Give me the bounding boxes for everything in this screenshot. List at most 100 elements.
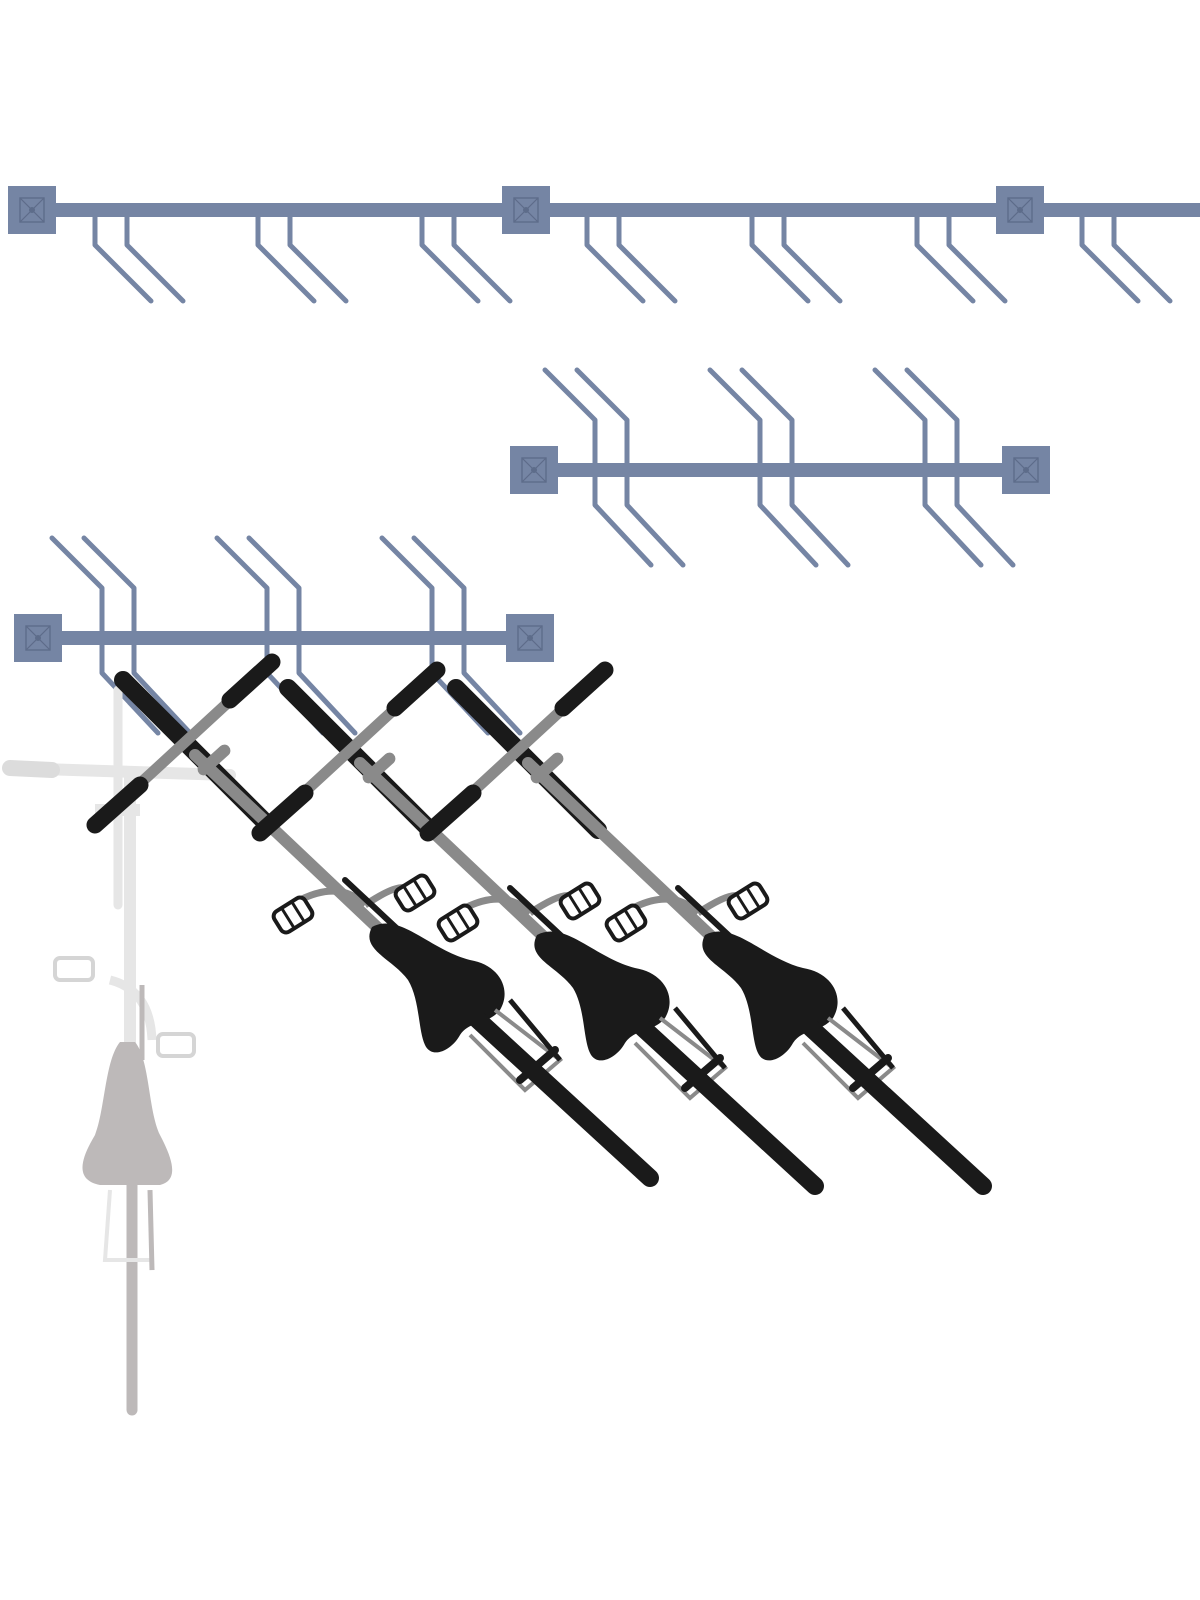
hook-arm-left [542, 367, 654, 568]
hook-arm-right [451, 207, 513, 304]
hook-arm-right [574, 367, 686, 568]
hook-arm-right [411, 535, 523, 736]
saddle [82, 1042, 173, 1185]
anchor-plate-inset [521, 457, 547, 483]
hook-arm-right [1111, 207, 1173, 304]
down-tube [189, 749, 386, 936]
bike-3 [419, 661, 992, 1195]
wall-anchor-plate [1002, 446, 1050, 494]
wall-anchor-plate [996, 186, 1044, 234]
crank-left [463, 895, 533, 916]
grip-right [554, 661, 614, 717]
wall-anchor-plate [8, 186, 56, 234]
anchor-plate-inset [1007, 197, 1033, 223]
pedal-body [271, 895, 315, 935]
hook-pair [49, 535, 193, 736]
wall-anchor-plate [502, 186, 550, 234]
pedal-right [156, 1032, 196, 1058]
hook-arm-left [749, 207, 811, 304]
pedal-right [726, 881, 770, 921]
down-tube [354, 757, 551, 944]
pedal-tread [613, 915, 629, 938]
hook-pair [542, 367, 686, 568]
grip-left [251, 784, 314, 842]
pedal-body [558, 881, 602, 921]
down-tube [522, 757, 719, 944]
hook-pair [255, 207, 349, 304]
pedal-body [393, 873, 437, 913]
anchor-plate-inset [25, 625, 51, 651]
hook-arm-left [92, 207, 154, 304]
anchor-plate-inset [517, 625, 543, 651]
hook-arm-right [124, 207, 186, 304]
pedal-tread [402, 885, 418, 908]
pedal-tread [280, 907, 296, 930]
bike-1 [86, 653, 659, 1187]
bottom-rack [14, 535, 554, 736]
hook-arm-left [419, 207, 481, 304]
wall-anchor-plate [14, 614, 62, 662]
hook-arm-right [246, 535, 358, 736]
anchor-bolt [29, 207, 35, 213]
rear-stay [102, 1189, 150, 1262]
grip-left [419, 784, 482, 842]
anchor-plate-inset [513, 197, 539, 223]
grip [2, 760, 60, 778]
anchor-bolt [523, 207, 529, 213]
hook-pair [92, 207, 186, 304]
hook-arm-right [781, 207, 843, 304]
hook-pair [1079, 207, 1173, 304]
pedal-right [558, 881, 602, 921]
hook-arm-left [1079, 207, 1141, 304]
anchor-bolt [531, 467, 537, 473]
crank-left [298, 887, 368, 908]
pedal-body [436, 903, 480, 943]
hook-arm-left [255, 207, 317, 304]
racks-layer [8, 186, 1200, 736]
pedal-tread [412, 878, 428, 901]
anchor-bolt [1023, 467, 1029, 473]
hook-pair [749, 207, 843, 304]
hook-pair [914, 207, 1008, 304]
hook-arm-left [584, 207, 646, 304]
pedal-left [604, 903, 648, 943]
bike-2 [251, 661, 824, 1195]
pedal-body [604, 903, 648, 943]
hook-arm-left [707, 367, 819, 568]
crank-left [631, 895, 701, 916]
rack-rail [530, 463, 1020, 477]
hook-arm-right [616, 207, 678, 304]
hook-arm-right [904, 367, 1016, 568]
hook-pair [872, 367, 1016, 568]
rear-wheel [469, 1011, 659, 1187]
pedal-tread [735, 893, 751, 916]
pedal-left [53, 956, 95, 982]
hook-arm-right [946, 207, 1008, 304]
pedal-tread [455, 908, 471, 931]
hook-pair [419, 207, 513, 304]
top-rack-row [8, 186, 1200, 304]
anchor-bolt [35, 635, 41, 641]
wall-anchor-plate [506, 614, 554, 662]
rack-rail [30, 203, 1200, 217]
pedal-tread [567, 893, 583, 916]
hook-arm-right [739, 367, 851, 568]
hook-arm-right [287, 207, 349, 304]
pedal-tread [623, 908, 639, 931]
hook-arm-left [872, 367, 984, 568]
grip-left [86, 776, 149, 834]
rear-wheel [802, 1019, 992, 1195]
pedal-body [726, 881, 770, 921]
anchor-bolt [1017, 207, 1023, 213]
hook-pair [584, 207, 678, 304]
hook-arm-right [81, 535, 193, 736]
anchor-plate-inset [19, 197, 45, 223]
hook-pair [707, 367, 851, 568]
rear-wheel [634, 1019, 824, 1195]
anchor-plate-inset [1013, 457, 1039, 483]
anchor-bolt [527, 635, 533, 641]
rear-bracket [147, 1189, 155, 1271]
rack-rail [40, 631, 530, 645]
pedal-tread [290, 900, 306, 923]
